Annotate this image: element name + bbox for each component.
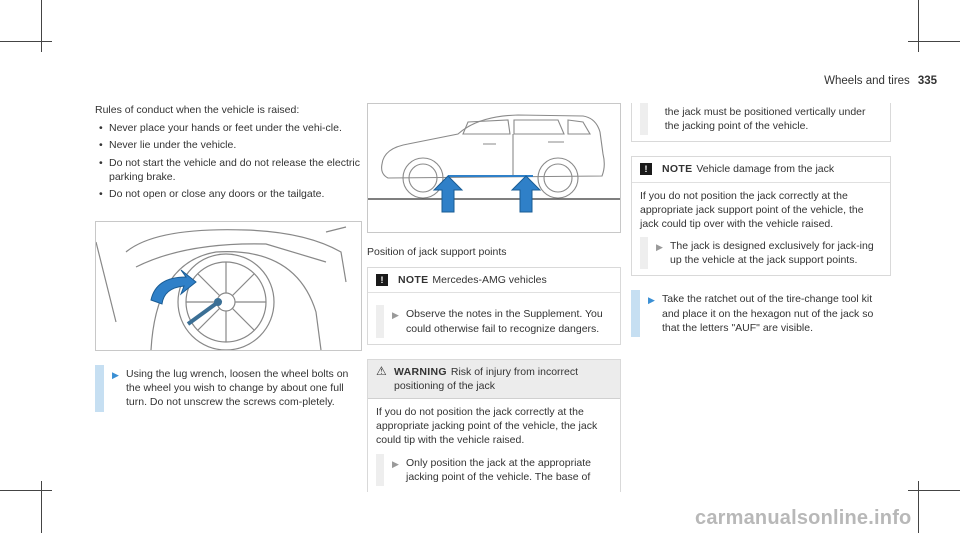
watermark: carmanualsonline.info: [695, 507, 912, 529]
note-keyword: NOTE: [662, 163, 693, 176]
note-box: ! NOTE Vehicle damage from the jack If y…: [631, 156, 891, 277]
warning-body: If you do not position the jack correctl…: [376, 406, 598, 447]
wheel-illustration: [95, 221, 362, 352]
rules-intro: Rules of conduct when the vehicle is rai…: [95, 104, 300, 116]
list-item: Do not open or close any doors or the ta…: [95, 187, 362, 201]
exclamation-icon: !: [376, 274, 388, 287]
exclamation-icon: !: [640, 163, 652, 176]
arrow-right-icon: ▶: [392, 458, 399, 469]
crop-mark: [0, 41, 52, 42]
step-text: Using the lug wrench, loosen the wheel b…: [126, 368, 349, 409]
crop-mark: [41, 481, 42, 533]
note-body: If you do not position the jack correctl…: [640, 189, 864, 230]
page-header: Wheels and tires 335: [824, 74, 937, 90]
note-instruction: The jack is designed exclusively for jac…: [670, 240, 874, 267]
step-bar: [631, 290, 640, 337]
column-left: Rules of conduct when the vehicle is rai…: [95, 103, 362, 412]
warning-triangle-icon: ⚠: [376, 363, 387, 378]
figure-caption: Position of jack support points: [367, 246, 507, 258]
wheel-wrench-drawing: [96, 226, 347, 351]
instruction-step: ▶ Using the lug wrench, loosen the wheel…: [95, 365, 362, 412]
car-jack-points-drawing: [368, 114, 620, 213]
warning-instruction: Only position the jack at the appropriat…: [406, 456, 592, 483]
warning-continuation: the jack must be positioned vertically u…: [631, 103, 891, 143]
warning-keyword: WARNING: [394, 365, 447, 378]
arrow-right-icon: ▶: [112, 370, 119, 381]
list-item: Never place your hands or feet under the…: [95, 121, 362, 135]
rules-list: Never place your hands or feet under the…: [95, 121, 362, 201]
note-title: Mercedes-AMG vehicles: [432, 274, 547, 287]
page-number: 335: [917, 75, 937, 87]
note-instruction: Observe the notes in the Supplement. You…: [406, 308, 603, 335]
arrow-right-icon: ▶: [392, 310, 399, 321]
rotate-arrow-icon: [150, 269, 197, 305]
crop-mark: [0, 490, 52, 491]
note-box: ! NOTE Mercedes-AMG vehicles ▶ Observe t…: [367, 267, 621, 345]
arrow-right-icon: ▶: [648, 295, 655, 306]
crop-mark: [41, 0, 42, 52]
step-bar: [95, 365, 104, 412]
list-item: Never lie under the vehicle.: [95, 138, 362, 152]
crop-mark: [918, 0, 919, 52]
column-right: the jack must be positioned vertically u…: [631, 103, 891, 337]
car-illustration: [367, 103, 621, 233]
list-item: Do not start the vehicle and do not rele…: [95, 156, 362, 184]
warning-continuation-text: the jack must be positioned vertically u…: [664, 106, 866, 133]
instruction-step: ▶ Take the ratchet out of the tire-chang…: [631, 290, 891, 337]
crop-mark: [908, 490, 960, 491]
jack-point-arrow-icon: [432, 175, 464, 213]
warning-title: Risk of injury from incorrect positionin…: [394, 365, 579, 392]
arrow-right-icon: ▶: [656, 242, 663, 253]
column-middle: Position of jack support points ! NOTE M…: [367, 103, 621, 492]
note-title: Vehicle damage from the jack: [696, 163, 835, 176]
crop-mark: [908, 41, 960, 42]
jack-point-arrow-icon: [510, 175, 542, 213]
section-title: Wheels and tires: [824, 75, 910, 87]
note-keyword: NOTE: [398, 274, 429, 287]
step-text: Take the ratchet out of the tire-change …: [662, 293, 874, 334]
crop-mark: [918, 481, 919, 533]
